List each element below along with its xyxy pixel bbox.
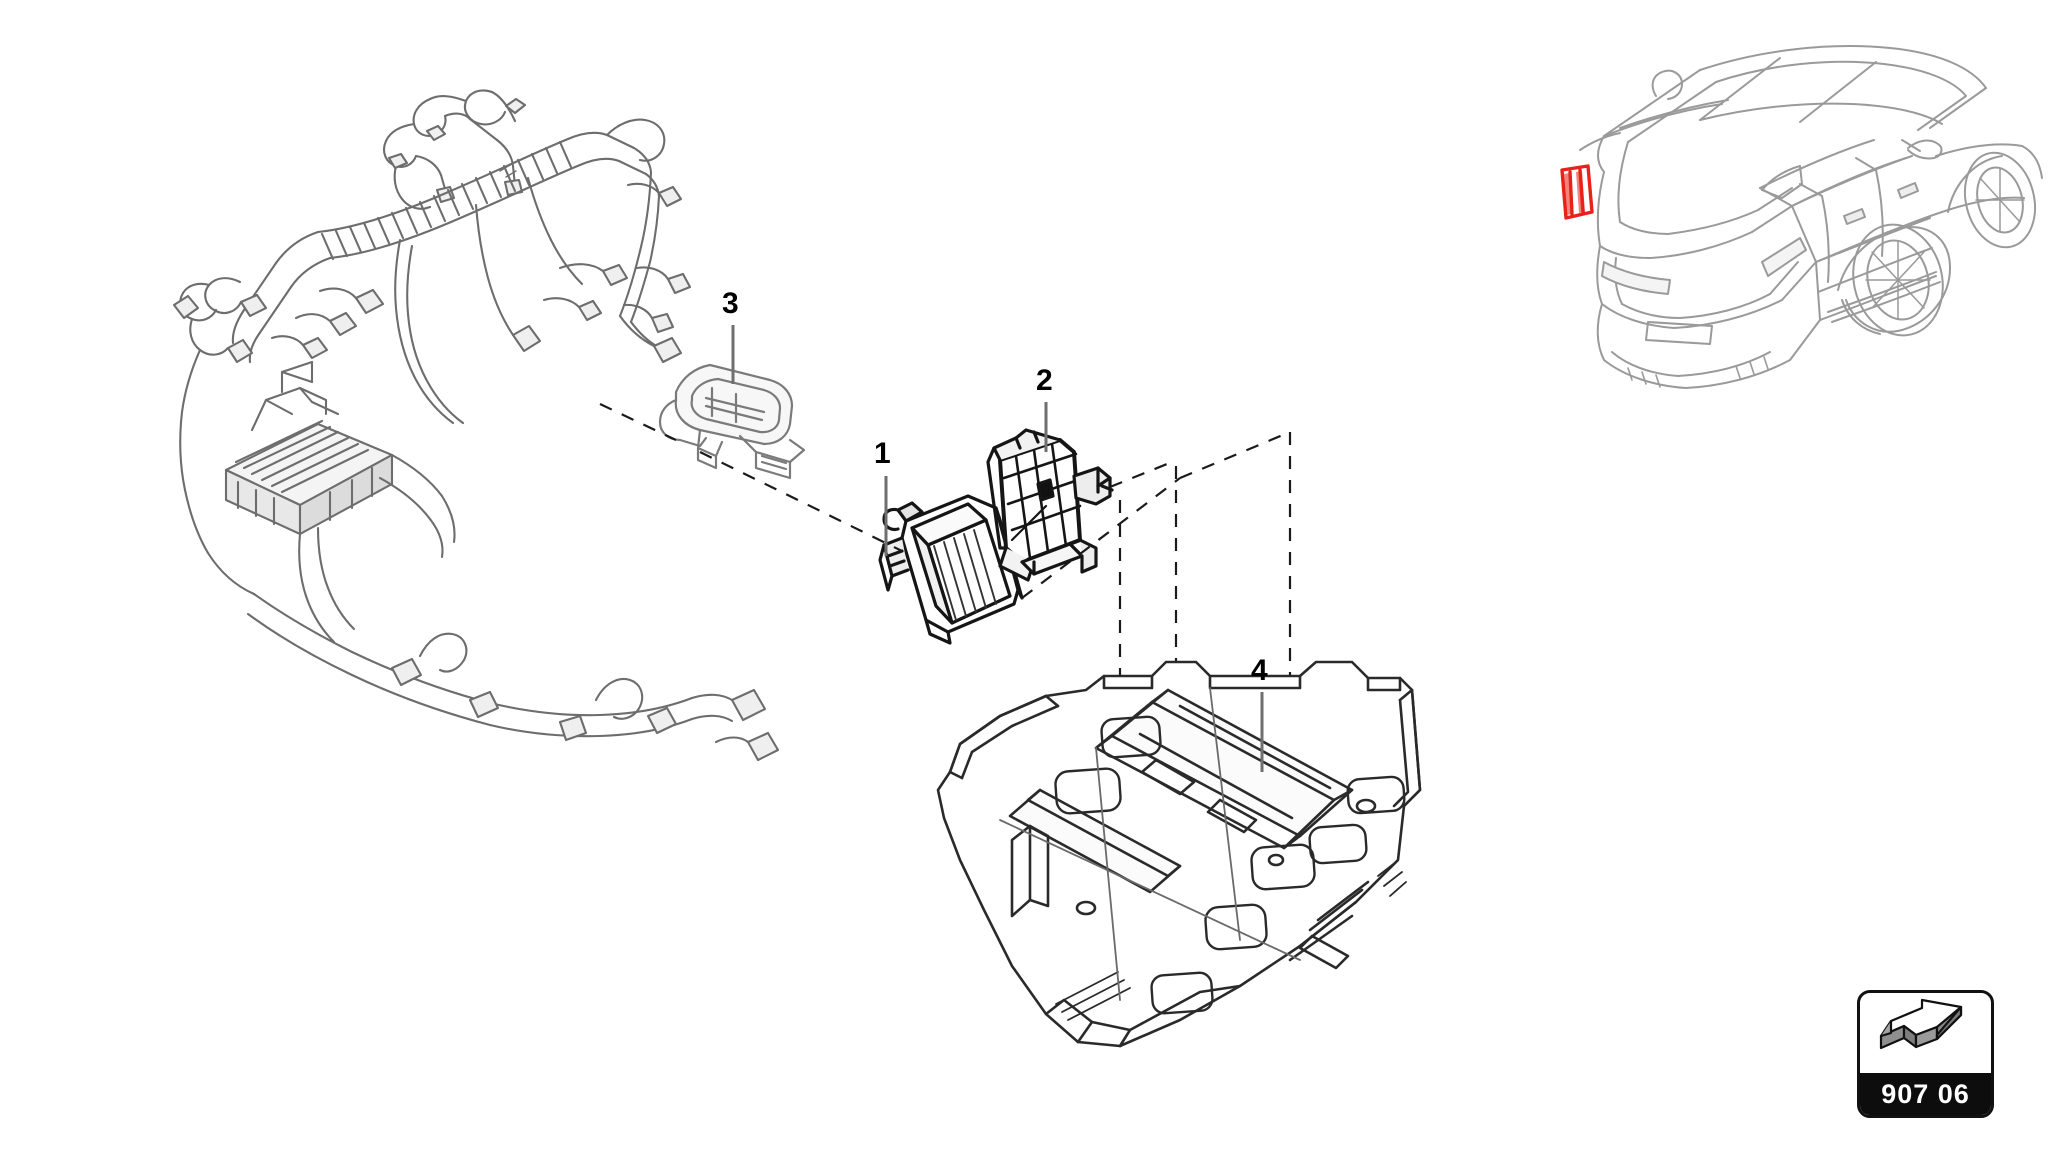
group-code-text: 907 06 <box>1881 1078 1970 1109</box>
callout-number-1: 1 <box>874 437 891 470</box>
location-highlight-marker <box>1560 164 1594 220</box>
callout-number-4: 4 <box>1251 654 1268 687</box>
callout-number-2: 2 <box>1036 364 1053 397</box>
group-code-badge[interactable]: 907 06 <box>1857 990 1994 1118</box>
arrow-3d-icon <box>1879 998 1963 1050</box>
group-code-bar: 907 06 <box>1860 1073 1991 1115</box>
callout-number-3: 3 <box>722 287 739 320</box>
